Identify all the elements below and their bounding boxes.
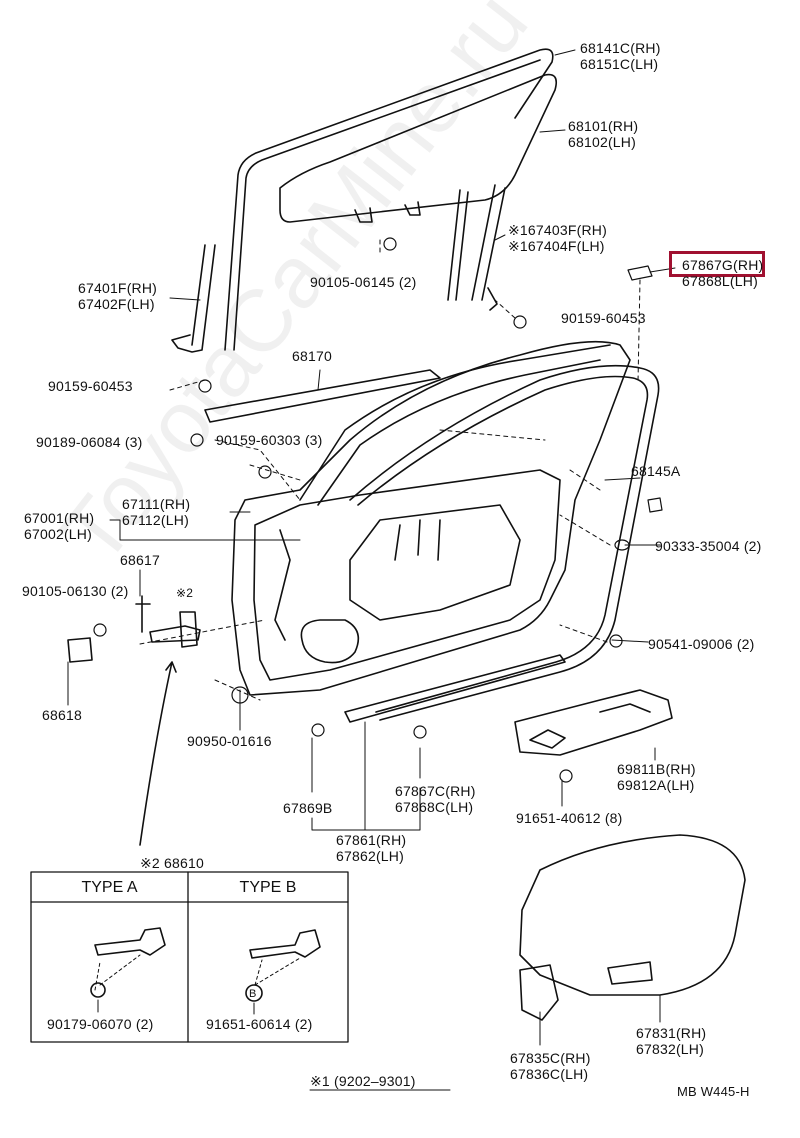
label-67831[interactable]: 67831(RH) 67832(LH): [636, 1025, 707, 1057]
label-circle-b: B: [249, 988, 257, 1000]
label-90159-60453-right[interactable]: 90159-60453: [561, 310, 646, 326]
label-68141c[interactable]: 68141C(RH) 68151C(LH): [580, 40, 661, 72]
label-67403f[interactable]: ※167403F(RH) ※167404F(LH): [508, 222, 607, 254]
label-90189-06084[interactable]: 90189-06084 (3): [36, 434, 143, 450]
label-90159-60453-left[interactable]: 90159-60453: [48, 378, 133, 394]
opening-weatherstrip: [349, 364, 660, 721]
label-68170[interactable]: 68170: [292, 348, 332, 364]
label-date-range: ※1 (9202–9301): [310, 1073, 416, 1089]
label-91651-40612[interactable]: 91651-40612 (8): [516, 810, 623, 826]
door-glass-68101: [279, 73, 558, 223]
hinge-assembly: [149, 611, 201, 648]
label-note-2: ※2: [176, 586, 194, 600]
label-67861[interactable]: 67861(RH) 67862(LH): [336, 832, 407, 864]
pad-67835c: [519, 964, 559, 1021]
label-91651-60614[interactable]: 91651-60614 (2): [206, 1016, 313, 1032]
label-69811b[interactable]: 69811B(RH) 69812A(LH): [617, 761, 696, 793]
label-67111[interactable]: 67111(RH) 67112(LH): [122, 496, 191, 528]
label-68618[interactable]: 68618: [42, 707, 82, 723]
label-diagram-code: MB W445-H: [677, 1084, 750, 1099]
service-hole-cover-67831: [519, 834, 746, 996]
label-90159-60303[interactable]: 90159-60303 (3): [216, 432, 323, 448]
label-68145a[interactable]: 68145A: [631, 463, 681, 479]
label-67867c[interactable]: 67867C(RH) 67868C(LH): [395, 783, 476, 815]
label-68101[interactable]: 68101(RH) 68102(LH): [568, 118, 639, 150]
belt-weatherstrip-68170: [204, 369, 441, 423]
type-b-header: TYPE B: [239, 879, 297, 896]
label-67401f[interactable]: 67401F(RH) 67402F(LH): [78, 280, 158, 312]
window-regulator-69811b: [514, 689, 673, 756]
type-a-header: TYPE A: [81, 879, 138, 896]
front-channel-67401f: [171, 244, 216, 353]
label-67867g[interactable]: 67867G(RH) 67868L(LH): [682, 257, 764, 289]
label-68617[interactable]: 68617: [120, 552, 160, 568]
label-90950-01616[interactable]: 90950-01616: [187, 733, 272, 749]
label-67001[interactable]: 67001(RH) 67002(LH): [24, 510, 95, 542]
label-90541-09006[interactable]: 90541-09006 (2): [648, 636, 755, 652]
label-90105-06130[interactable]: 90105-06130 (2): [22, 583, 129, 599]
label-90105-06145[interactable]: 90105-06145 (2): [310, 274, 417, 290]
label-68610[interactable]: ※2 68610: [140, 855, 204, 871]
sill-weatherstrip: [344, 654, 566, 723]
door-panel-67001: [231, 340, 631, 696]
label-67869b[interactable]: 67869B: [283, 800, 333, 816]
label-90179-06070[interactable]: 90179-06070 (2): [47, 1016, 154, 1032]
rear-guide-67403f: [471, 184, 506, 311]
highlight-box[interactable]: [669, 251, 765, 277]
label-90333-35004[interactable]: 90333-35004 (2): [655, 538, 762, 554]
run-channel-68141c: [224, 48, 554, 351]
label-67835c[interactable]: 67835C(RH) 67836C(LH): [510, 1050, 591, 1082]
